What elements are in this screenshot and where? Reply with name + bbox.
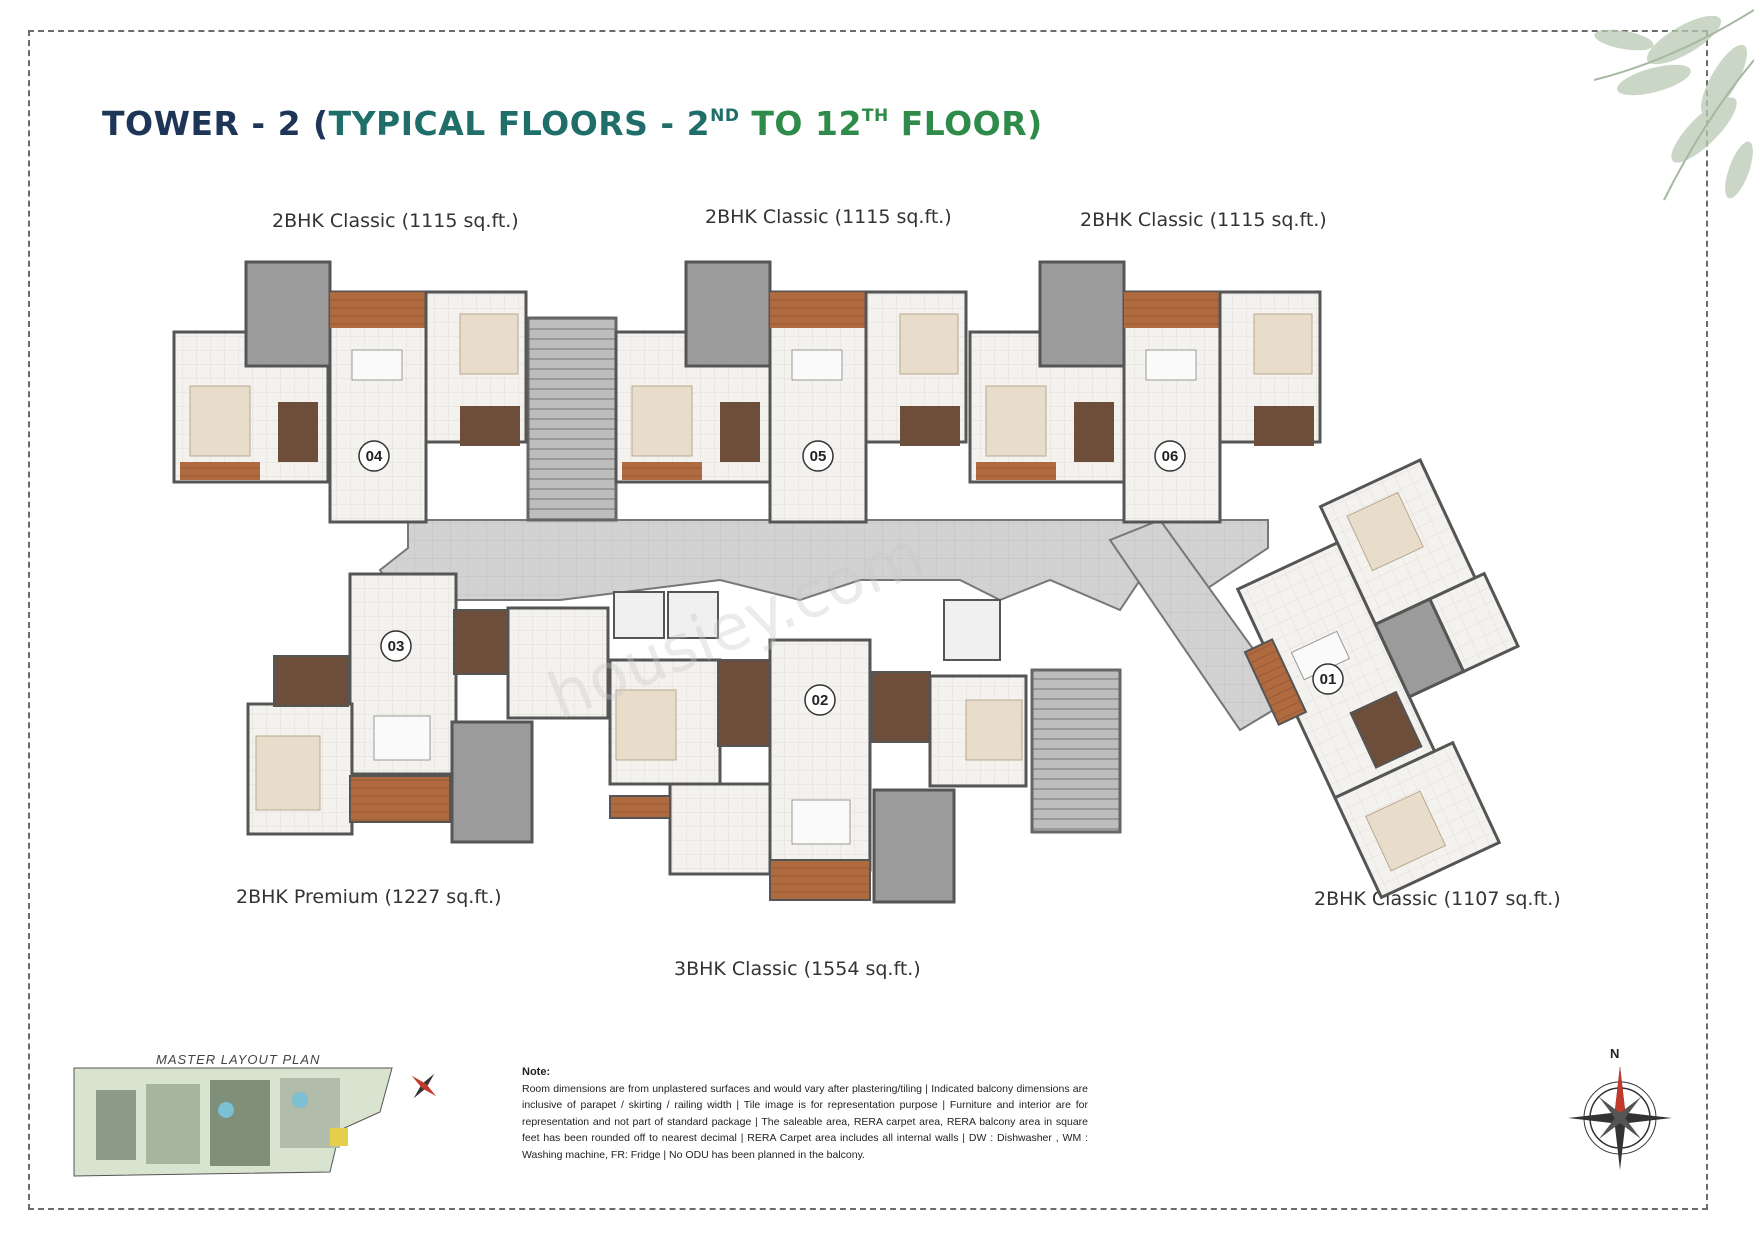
unit-05-plan: 05 (614, 260, 968, 524)
svg-text:04: 04 (366, 448, 383, 465)
unit-03-plan: 03 (246, 572, 610, 844)
master-layout-map (73, 1067, 393, 1177)
unit-05-label: 2BHK Classic (1115 sq.ft.) (705, 206, 952, 228)
map-compass-icon (411, 1073, 437, 1099)
compass-rose-icon (1568, 1066, 1672, 1170)
note-block: Note: Room dimensions are from unplaster… (522, 1064, 1088, 1163)
svg-text:01: 01 (1320, 671, 1337, 688)
unit-01-label: 2BHK Classic (1107 sq.ft.) (1314, 888, 1561, 910)
central-corridor (378, 518, 1292, 732)
svg-text:06: 06 (1162, 448, 1179, 465)
unit-04-plan: 04 (172, 260, 528, 524)
unit-03-label: 2BHK Premium (1227 sq.ft.) (236, 886, 502, 908)
lift-core (613, 591, 1001, 661)
unit-04-label: 2BHK Classic (1115 sq.ft.) (272, 210, 519, 232)
note-title: Note: (522, 1066, 551, 1078)
master-layout-title: MASTER LAYOUT PLAN (156, 1052, 321, 1067)
unit-02-plan: 02 (608, 638, 1028, 904)
staircase-north (526, 316, 618, 522)
compass-north-label: N (1610, 1046, 1620, 1061)
leaf-decoration (1593, 9, 1754, 201)
page-border (28, 30, 1708, 1210)
staircase-south (1030, 668, 1122, 834)
svg-text:03: 03 (388, 638, 405, 655)
note-text: Room dimensions are from unplastered sur… (522, 1082, 1088, 1161)
page-title: TOWER - 2 (TYPICAL FLOORS - 2ND TO 12TH … (102, 104, 1043, 143)
unit-06-plan: 06 (968, 260, 1322, 524)
unit-06-label: 2BHK Classic (1115 sq.ft.) (1080, 209, 1327, 231)
unit-02-label: 3BHK Classic (1554 sq.ft.) (674, 958, 921, 980)
svg-text:05: 05 (810, 448, 827, 465)
svg-text:02: 02 (812, 692, 829, 709)
